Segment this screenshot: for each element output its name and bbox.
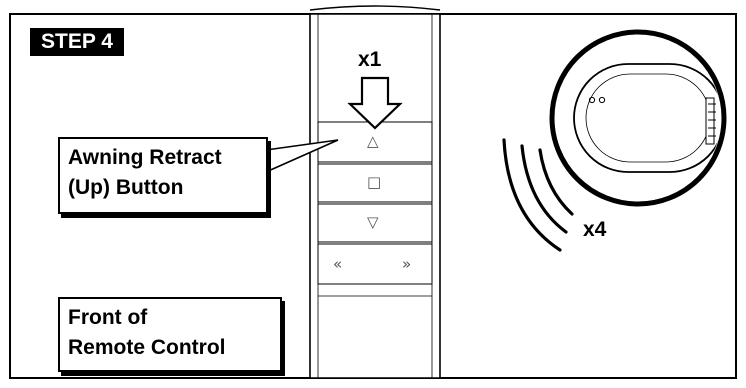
motor-head-icon: [549, 29, 727, 207]
signal-waves-icon: [502, 138, 574, 252]
channel-buttons: [317, 243, 433, 285]
callout-line: (Up) Button: [68, 176, 184, 199]
up-arrow-icon: △: [367, 132, 379, 150]
remote-control: [309, 5, 441, 379]
motor-count-label: x4: [583, 218, 607, 241]
stop-button: [317, 163, 433, 203]
previous-channel-icon: «: [333, 255, 343, 273]
press-count-label: x1: [358, 48, 382, 71]
callout-line: Front of: [68, 306, 148, 329]
callout-line: Awning Retract: [68, 146, 222, 169]
callout-line: Remote Control: [68, 336, 226, 359]
arrow-down-icon: [347, 76, 403, 130]
next-channel-icon: »: [402, 255, 412, 273]
step-label: STEP 4: [30, 28, 124, 56]
down-button: [317, 203, 433, 243]
stop-icon: □: [367, 173, 382, 191]
callout-leader: [265, 139, 339, 173]
retract-button-callout: Awning Retract (Up) Button: [58, 137, 268, 214]
down-arrow-icon: ▽: [367, 213, 379, 231]
front-of-remote-callout: Front of Remote Control: [58, 297, 282, 372]
